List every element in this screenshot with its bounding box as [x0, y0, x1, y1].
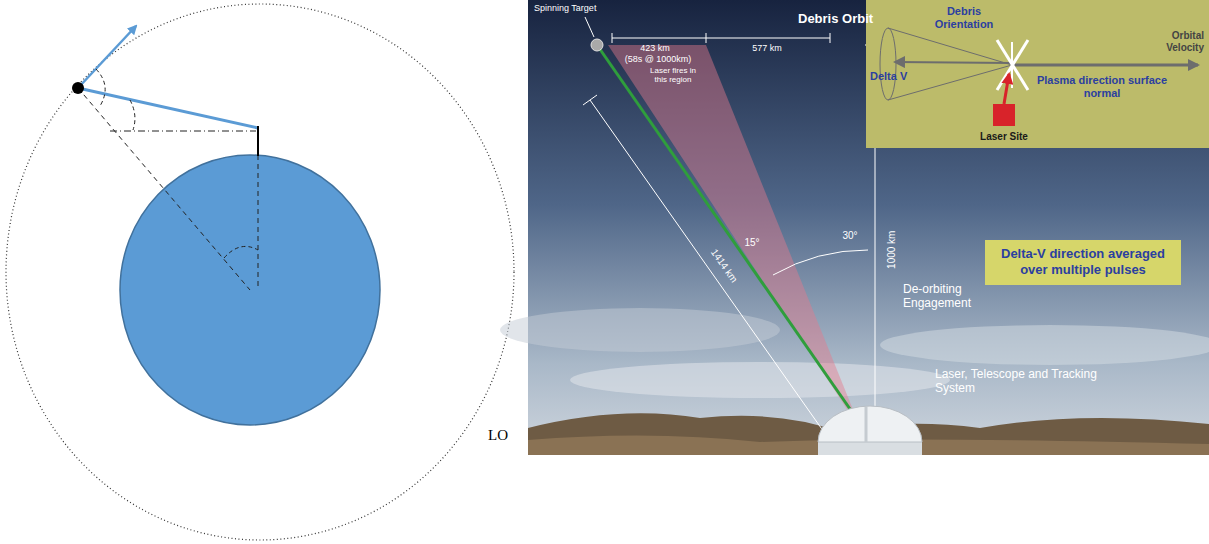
orbit-geometry [6, 4, 514, 540]
distance-label: 577 km [752, 43, 782, 53]
note-box: Delta-V direction averaged over multiple… [985, 240, 1181, 285]
fragment-label: LO [488, 427, 508, 444]
inset-label: Orbital Velocity [1144, 30, 1204, 53]
note-text: Delta-V direction averaged over multiple… [995, 246, 1171, 279]
laser-scene [500, 0, 1209, 455]
time-label: (58s @ 1000km) [625, 54, 692, 64]
angle-label: 30° [842, 230, 857, 242]
inset-label: Laser Site [980, 131, 1028, 143]
orbit-label: Debris Orbit [798, 12, 873, 27]
inset-label: Debris Orientation [918, 5, 1010, 30]
region-label: Laser fires in this region [646, 66, 700, 84]
inset-label: Delta V [870, 70, 907, 83]
engagement-label: De-orbiting Engagement [903, 283, 981, 311]
angle-label: 15° [744, 237, 759, 249]
altitude-label: 1000 km [886, 231, 898, 269]
inset-label: Plasma direction surface normal [1036, 74, 1168, 99]
distance-label: 423 km [640, 43, 670, 53]
target-label: Spinning Target [534, 3, 596, 13]
station-label: Laser, Telescope and Tracking System [935, 368, 1110, 396]
